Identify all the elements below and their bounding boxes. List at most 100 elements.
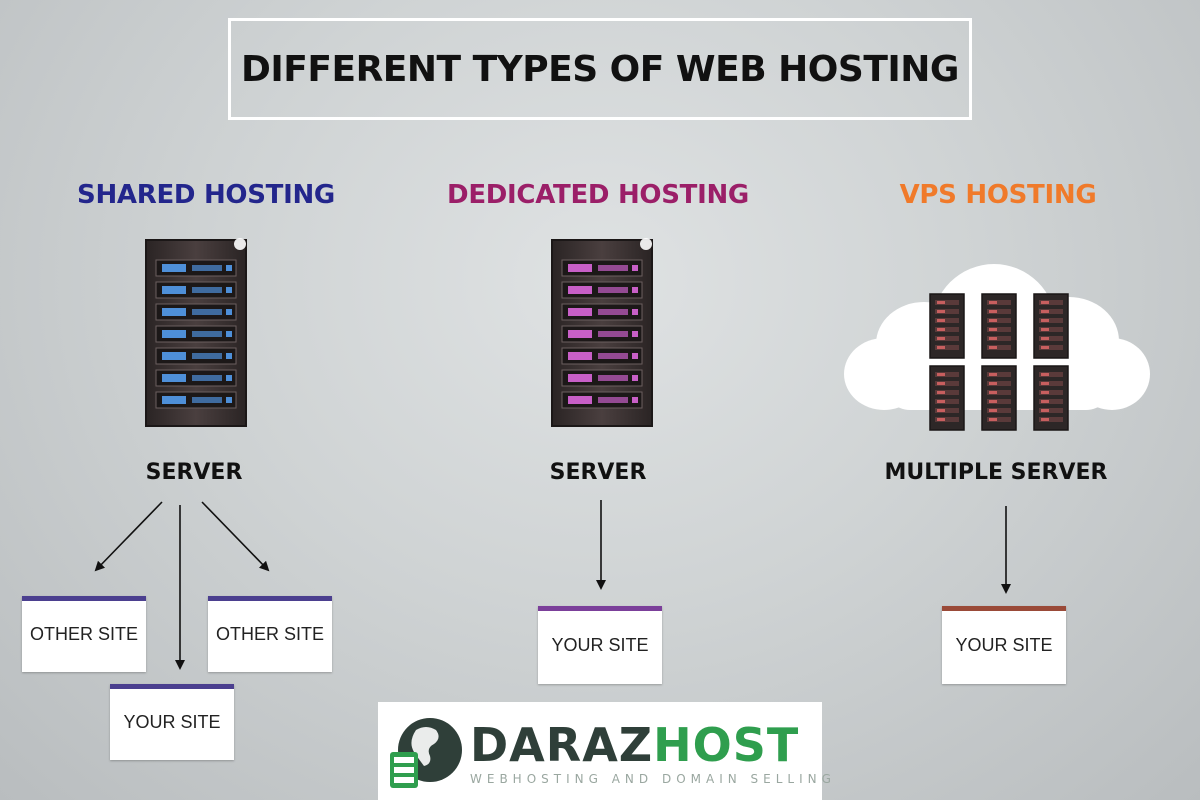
vps-your-site-card: YOUR SITE — [942, 606, 1066, 684]
mini-rack-slot — [1039, 372, 1063, 377]
rack-slot-light — [632, 265, 638, 271]
dedicated-your-site-card: YOUR SITE — [538, 606, 662, 684]
arrow-to-other-site-left — [94, 501, 163, 572]
mini-rack-slot — [1039, 390, 1063, 395]
mini-rack-slot — [987, 399, 1011, 404]
mini-rack-led — [937, 400, 945, 403]
mini-rack-slot — [987, 345, 1011, 350]
mini-rack-slot — [987, 381, 1011, 386]
mini-rack-slot — [1039, 309, 1063, 314]
logo-wordmark: DARAZHOST — [470, 722, 799, 768]
rack-slot-light — [632, 397, 638, 403]
mini-rack-slot — [935, 408, 959, 413]
dedicated-server-label: SERVER — [549, 460, 647, 485]
mini-rack-slot — [935, 345, 959, 350]
mini-rack-led — [989, 328, 997, 331]
rack-slot-light — [226, 353, 232, 359]
rack-slot-indicator — [598, 309, 628, 315]
site-label: OTHER SITE — [29, 623, 138, 644]
mini-rack-slot — [935, 417, 959, 422]
mini-rack-led — [937, 319, 945, 322]
rack-slot-light — [226, 287, 232, 293]
mini-rack-slot — [1039, 408, 1063, 413]
rack-slot-indicator — [192, 397, 222, 403]
mini-rack-led — [989, 346, 997, 349]
mini-rack-led — [937, 409, 945, 412]
other-site-card-left: OTHER SITE — [22, 596, 146, 672]
arrow-to-other-site-right — [201, 501, 270, 572]
mini-rack-slot — [987, 417, 1011, 422]
mini-rack-led — [989, 301, 997, 304]
mini-rack-slot — [1039, 318, 1063, 323]
mini-rack-led — [1041, 409, 1049, 412]
logo-part-daraz: DARAZ — [470, 718, 654, 772]
mini-rack-slot — [935, 372, 959, 377]
mini-rack-slot — [1039, 399, 1063, 404]
mini-rack-slot — [987, 408, 1011, 413]
rack-slot-led — [568, 264, 592, 272]
rack-slot-led — [162, 286, 186, 294]
mini-rack-led — [989, 310, 997, 313]
mini-rack-slot — [987, 390, 1011, 395]
mini-rack-slot — [987, 318, 1011, 323]
rack-slot-led — [568, 286, 592, 294]
rack-slot-indicator — [192, 353, 222, 359]
rack-slot-led — [162, 396, 186, 404]
rack-slot-led — [568, 308, 592, 316]
mini-rack-slot — [935, 309, 959, 314]
rack-slot-indicator — [598, 375, 628, 381]
browser-bar — [110, 684, 234, 689]
mini-rack-led — [989, 337, 997, 340]
mini-rack-led — [989, 409, 997, 412]
rack-slot-indicator — [598, 287, 628, 293]
mini-rack-led — [1041, 418, 1049, 421]
rack-slot-led — [568, 374, 592, 382]
dedicated-hosting-title: DEDICATED HOSTING — [447, 180, 749, 210]
mini-rack-slot — [987, 336, 1011, 341]
rack-slot-led — [162, 264, 186, 272]
site-label: OTHER SITE — [215, 623, 324, 644]
rack-slot-light — [632, 309, 638, 315]
site-label: YOUR SITE — [551, 634, 649, 655]
site-label: YOUR SITE — [955, 634, 1053, 655]
shared-server-rack-icon — [145, 238, 247, 427]
vps-hosting-title: VPS HOSTING — [899, 180, 1097, 210]
mini-rack-led — [989, 400, 997, 403]
mini-rack-led — [1041, 373, 1049, 376]
mini-rack-led — [1041, 319, 1049, 322]
rack-slot-light — [226, 265, 232, 271]
mini-rack-slot — [1039, 300, 1063, 305]
mini-rack-slot — [935, 390, 959, 395]
rack-slot-led — [162, 330, 186, 338]
mini-rack-led — [989, 418, 997, 421]
mini-rack-slot — [1039, 327, 1063, 332]
mini-rack-led — [937, 337, 945, 340]
logo-part-host: HOST — [653, 718, 800, 772]
mini-rack-led — [937, 346, 945, 349]
browser-bar — [22, 596, 146, 601]
mini-rack-led — [1041, 301, 1049, 304]
mini-rack-slot — [935, 336, 959, 341]
mini-rack-led — [937, 301, 945, 304]
mini-rack-slot — [935, 300, 959, 305]
rack-slot-light — [226, 331, 232, 337]
rack-slot-led — [568, 352, 592, 360]
mini-rack-slot — [1039, 381, 1063, 386]
mini-rack-led — [1041, 328, 1049, 331]
rack-slot-light — [632, 287, 638, 293]
rack-slot-led — [162, 352, 186, 360]
mini-rack-slot — [935, 381, 959, 386]
rack-slot-indicator — [192, 309, 222, 315]
rack-slot-led — [568, 396, 592, 404]
mini-rack-led — [937, 391, 945, 394]
mini-rack-led — [989, 391, 997, 394]
rack-slot-indicator — [192, 375, 222, 381]
title-box: DIFFERENT TYPES OF WEB HOSTING — [228, 18, 972, 120]
site-label: YOUR SITE — [123, 711, 221, 732]
rack-slot-led — [162, 374, 186, 382]
mini-rack-led — [937, 328, 945, 331]
browser-bar — [942, 606, 1066, 611]
logo-tagline: WEBHOSTING AND DOMAIN SELLING — [470, 772, 836, 786]
mini-rack-led — [937, 382, 945, 385]
rack-slot-indicator — [192, 265, 222, 271]
